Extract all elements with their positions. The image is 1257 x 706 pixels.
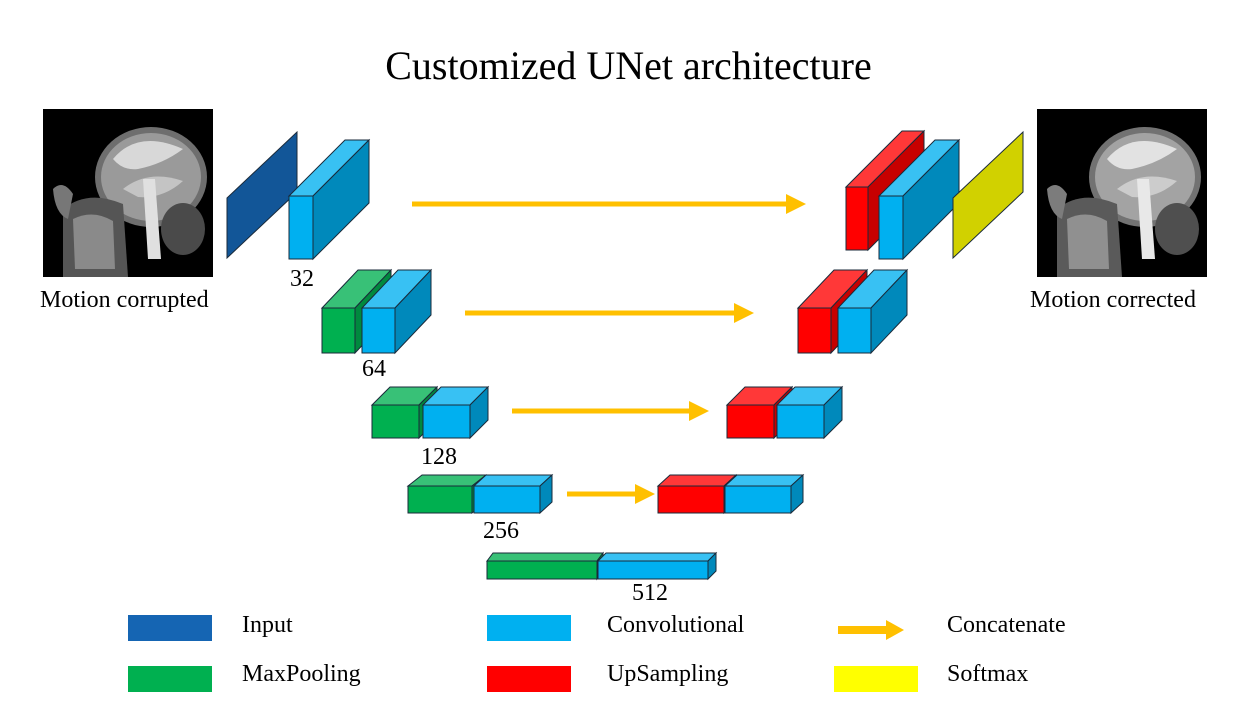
legend-swatch-upsampling: [487, 666, 571, 692]
maxpool-block-64-front: [321, 307, 356, 354]
input-block: [226, 130, 298, 260]
input-caption: Motion corrupted: [40, 287, 209, 313]
maxpool-block-128-front: [371, 404, 420, 439]
conv-block-dec-64: [836, 268, 909, 355]
conv-block-512-front: [597, 560, 709, 580]
conv-block-enc-32: [287, 138, 371, 261]
upsample-block-32-front: [845, 186, 869, 251]
conv-block-enc-64: [360, 268, 433, 355]
upsample-block-256-top: [656, 474, 738, 487]
maxpool-block-512-top: [486, 552, 604, 562]
maxpool-block-512-front: [486, 560, 598, 580]
mri-head-icon: [1037, 109, 1207, 277]
conv-block-dec-64-front: [837, 307, 872, 354]
conv-block-dec-128: [775, 385, 844, 440]
upsample-block-128-front: [726, 404, 775, 439]
conv-block-dec-256-front: [724, 485, 792, 514]
channel-label-128: 128: [421, 444, 457, 470]
channel-label-512: 512: [632, 580, 668, 606]
legend-swatch-convolutional: [487, 615, 571, 641]
channel-label-64: 64: [362, 356, 386, 382]
conv-block-enc-128-front: [422, 404, 471, 439]
conv-block-enc-32-front: [288, 195, 314, 260]
input-mri-image: [43, 109, 213, 277]
conv-block-dec-32: [877, 138, 961, 261]
conv-block-enc-256-top: [472, 474, 554, 487]
maxpool-block-256-front: [407, 485, 473, 514]
upsample-block-256: [656, 473, 738, 515]
legend-label-softmax: Softmax: [947, 661, 1029, 687]
legend-swatch-softmax: [834, 666, 918, 692]
conv-block-enc-128: [421, 385, 490, 440]
conv-block-enc-64-front: [361, 307, 396, 354]
concatenate-arrow-icon: [838, 620, 904, 640]
conv-block-dec-128-front: [776, 404, 825, 439]
legend-label-convolutional: Convolutional: [607, 612, 745, 638]
conv-block-enc-256-front: [473, 485, 541, 514]
output-caption: Motion corrected: [1030, 287, 1196, 313]
conv-block-enc-256: [472, 473, 554, 515]
conv-block-dec-256: [723, 473, 805, 515]
upsample-block-256-front: [657, 485, 725, 514]
conv-block-dec-32-front: [878, 195, 904, 260]
legend-label-upsampling: UpSampling: [607, 661, 729, 687]
channel-label-32: 32: [290, 266, 314, 292]
conv-block-512-top: [596, 552, 718, 562]
output-mri-image: [1037, 109, 1207, 277]
legend-swatch-maxpooling: [128, 666, 212, 692]
upsample-block-64-front: [797, 307, 832, 354]
legend-label-maxpooling: MaxPooling: [242, 661, 361, 687]
maxpool-block-512: [486, 551, 604, 581]
legend-label-input: Input: [242, 612, 293, 638]
diagram-title: Customized UNet architecture: [385, 43, 872, 88]
conv-block-512: [596, 551, 718, 581]
legend-swatch-input: [128, 615, 212, 641]
conv-block-dec-256-top: [723, 474, 805, 487]
channel-label-256: 256: [483, 518, 519, 544]
legend-label-concatenate: Concatenate: [947, 612, 1066, 638]
softmax-block: [952, 130, 1024, 260]
mri-head-icon: [43, 109, 213, 277]
